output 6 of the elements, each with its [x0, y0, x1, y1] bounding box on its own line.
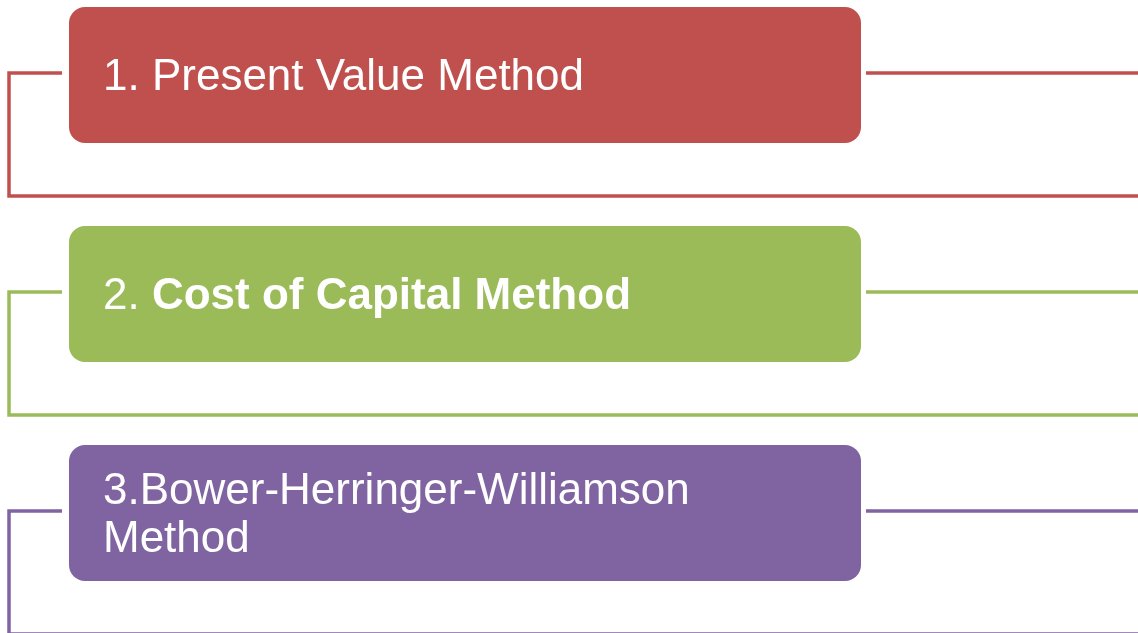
item-title: 3.Bower-Herringer-Williamson Method — [103, 465, 691, 561]
item-title: 2. Cost of Capital Method — [103, 270, 631, 318]
list-item-box — [69, 445, 861, 581]
list-item-box — [69, 7, 861, 143]
item-title: 1. Present Value Method — [103, 51, 585, 99]
list-item-box — [69, 226, 861, 362]
